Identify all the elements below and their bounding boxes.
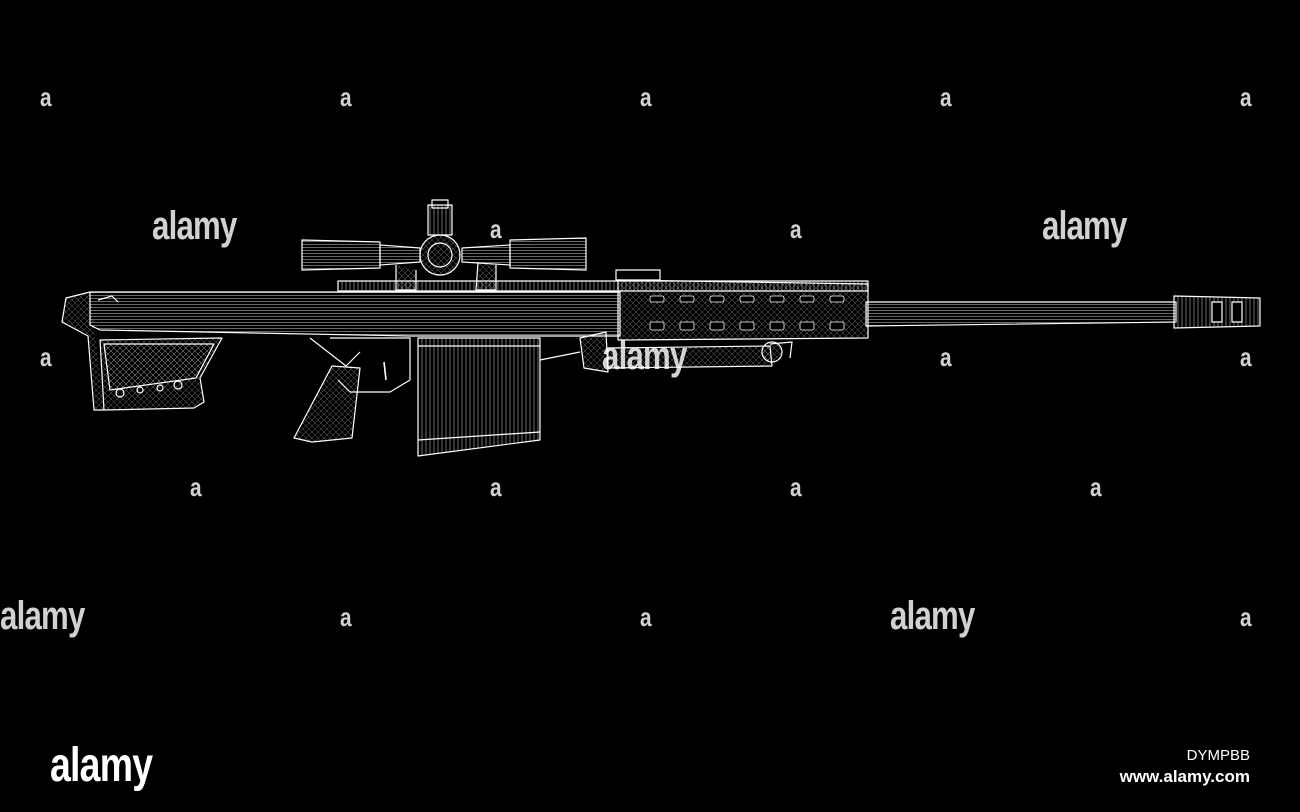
watermark-letter: a: [490, 214, 502, 244]
image-id: DYMPBB: [1186, 747, 1250, 764]
watermark-letter: a: [640, 602, 652, 632]
watermark-letter: a: [1090, 472, 1102, 502]
watermark-letter: a: [490, 472, 502, 502]
handguard: [617, 279, 869, 341]
watermark-letter: a: [790, 214, 802, 244]
watermark-letter: a: [340, 82, 352, 112]
watermark-letter: a: [1240, 82, 1252, 112]
barrel: [865, 301, 1177, 327]
watermark-letter: a: [940, 82, 952, 112]
receiver: [89, 291, 621, 337]
watermark-word: alamy: [1042, 204, 1127, 248]
watermark-letter: a: [1240, 602, 1252, 632]
pistol-grip: [293, 365, 361, 443]
watermark-word: alamy: [602, 334, 687, 378]
bipod-mount: [579, 331, 609, 373]
watermark-letter: a: [940, 342, 952, 372]
watermark-letter: a: [640, 82, 652, 112]
watermark-letter: a: [340, 602, 352, 632]
watermark-letter: a: [40, 82, 52, 112]
watermark-word: alamy: [0, 594, 85, 638]
site-url: www.alamy.com: [1119, 767, 1250, 786]
watermark-word: alamy: [890, 594, 975, 638]
watermark-word: alamy: [152, 204, 237, 248]
footer-logo: alamy: [50, 739, 153, 792]
magazine: [417, 337, 541, 457]
watermark-letter: a: [790, 472, 802, 502]
watermark-letter: a: [190, 472, 202, 502]
watermark-letter: a: [1240, 342, 1252, 372]
watermark-letter: a: [40, 342, 52, 372]
scope: [301, 199, 587, 291]
